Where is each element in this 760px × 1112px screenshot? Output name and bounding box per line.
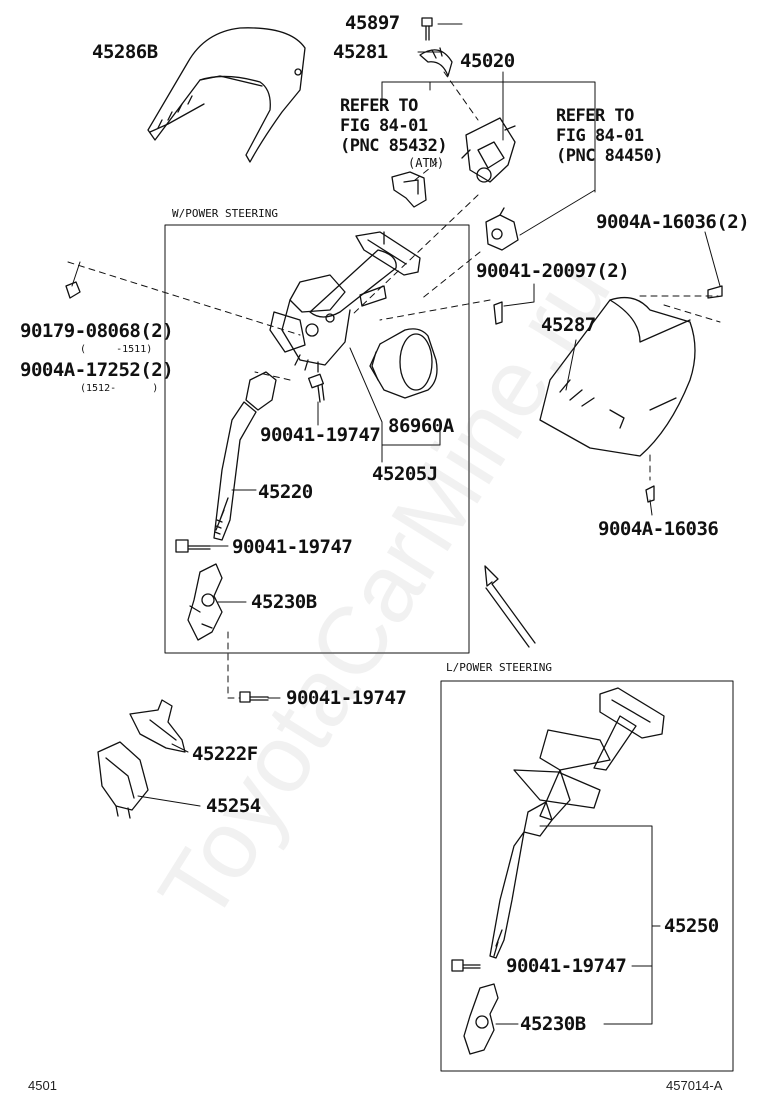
label-45222f: 45222F	[192, 743, 258, 765]
dashed-construction-lines	[67, 71, 721, 699]
label-90041-19747-l-power: 90041-19747	[506, 955, 627, 977]
label-range-upto-1511: ( -1511)	[80, 344, 153, 355]
label-45281: 45281	[333, 41, 388, 63]
label-9004a-16036: 9004A-16036	[598, 518, 719, 540]
label-90041-19747-upper: 90041-19747	[260, 424, 381, 446]
footer-figure-code: 457014-A	[666, 1078, 723, 1093]
label-45287: 45287	[541, 314, 596, 336]
column-hole-cover-45222f	[129, 699, 186, 753]
label-45220: 45220	[258, 481, 313, 503]
lock-assembly-45020	[461, 117, 516, 183]
bolt-90041-19747-mid	[175, 539, 211, 553]
label-90179-08068-2: 90179-08068(2)	[20, 320, 174, 342]
l-power-steering-box	[440, 680, 734, 1072]
leader-lines-top	[381, 23, 596, 236]
steering-column-w-power	[269, 231, 421, 373]
label-9004a-16036-2: 9004A-16036(2)	[596, 211, 750, 233]
assembly-direction-arrow	[484, 565, 536, 648]
label-range-from-1512: (1512- )	[80, 383, 159, 394]
leader-lines-mid	[71, 231, 721, 807]
label-45020: 45020	[460, 50, 515, 72]
box-title-w-power-steering: W/POWER STEERING	[172, 207, 278, 220]
w-power-steering-box	[164, 224, 470, 654]
cover-45254	[97, 741, 149, 819]
label-atm: (ATM)	[408, 156, 445, 170]
leader-lines-l-power	[495, 825, 661, 1025]
label-9004a-17252-2: 9004A-17252(2)	[20, 359, 174, 381]
intermediate-shaft-45220	[213, 371, 277, 541]
screw-90041-20097	[493, 301, 503, 325]
universal-joint-45230b-upper	[187, 563, 223, 641]
power-steering-motor-86960a	[369, 328, 438, 399]
label-45254: 45254	[206, 795, 261, 817]
upper-column-cover-45286b	[147, 27, 306, 163]
lower-column-cover-45287	[539, 296, 696, 457]
label-45230b-lower: 45230B	[520, 1013, 586, 1035]
label-45205j: 45205J	[372, 463, 438, 485]
label-45250: 45250	[664, 915, 719, 937]
label-90041-20097-2: 90041-20097(2)	[476, 260, 630, 282]
atm-interlock-part	[391, 171, 427, 208]
clip-9004a-16036-upper	[707, 285, 723, 299]
sensor-part	[485, 207, 519, 251]
clip-9004a-16036-lower	[645, 485, 655, 503]
bolt-90041-19747-l-power	[451, 959, 481, 972]
label-45897: 45897	[345, 12, 400, 34]
label-90041-19747-mid: 90041-19747	[232, 536, 353, 558]
label-45230b-upper: 45230B	[251, 591, 317, 613]
bolt-90041-19747-lower	[239, 691, 269, 703]
screw-45897	[421, 17, 433, 41]
label-45286b: 45286B	[92, 41, 158, 63]
box-title-l-power-steering: L/POWER STEERING	[446, 661, 552, 674]
steering-column-l-power	[489, 687, 665, 959]
label-90041-19747-lower: 90041-19747	[286, 687, 407, 709]
refer-note-right: REFER TO FIG 84-01 (PNC 84450)	[556, 106, 664, 166]
footer-page-code: 4501	[28, 1078, 57, 1093]
universal-joint-45230b-lower	[463, 983, 499, 1055]
refer-note-left: REFER TO FIG 84-01 (PNC 85432)	[340, 96, 448, 156]
label-86960a: 86960A	[388, 415, 454, 437]
bolt-90041-19747-upper	[308, 373, 325, 403]
